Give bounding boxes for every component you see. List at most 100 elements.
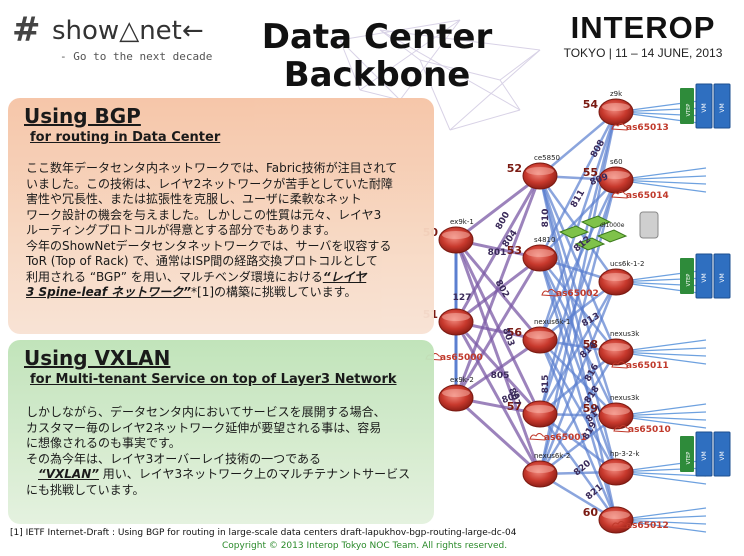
background-link	[449, 49, 541, 131]
vm-label: VM	[701, 451, 708, 460]
vxlan-line-emph: “VXLAN” 用い、レイヤ3ネットワーク上のマルチテナントサービス	[26, 467, 424, 483]
router-highlight	[526, 167, 554, 175]
vxlan-line: に想像されるのも事実です。	[26, 436, 181, 450]
link-number: 810	[541, 209, 551, 228]
bgp-link	[454, 396, 542, 476]
bgp-line-last: 3 Spine-leaf ネットワーク”*[1]の構築に挑戦しています。	[26, 285, 424, 301]
bgp-link	[538, 111, 618, 259]
tor-router	[522, 460, 558, 488]
bgp-line-emph: 利用される “BGP” を用い、マルチベンダ環境における“レイヤ	[26, 270, 424, 286]
logo-word: show△net←	[52, 16, 204, 46]
bgp-link	[538, 257, 618, 417]
vm-box	[713, 83, 731, 129]
tor-router	[522, 244, 558, 272]
router-highlight	[602, 343, 630, 351]
background-link	[339, 39, 401, 101]
bgp-link	[538, 257, 618, 473]
bgp-link	[538, 179, 618, 475]
vm-box	[695, 431, 713, 477]
bgp-link	[539, 257, 617, 353]
link-number: 815	[541, 375, 551, 394]
server-icon	[558, 225, 590, 239]
vxlan-panel: Using VXLAN for Multi-tenant Service on …	[8, 340, 434, 524]
router-highlight	[602, 171, 630, 179]
vxlan-line: カスタマー毎のレイヤ2ネットワーク延伸が要望される事は、容易	[26, 420, 382, 435]
bgp-line: ワーク設計の機会を与えました。しかしこの性質は元々、レイヤ3	[26, 207, 382, 222]
router-label: nexus3k	[610, 394, 640, 402]
bgp-link	[454, 175, 542, 399]
as-label: as65012	[626, 521, 669, 531]
bgp-line: いました。この技術は、レイヤ2ネットワークが苦手としていた耐障	[26, 176, 393, 191]
vtep-label: VTEP	[686, 452, 692, 465]
bgp-link	[455, 338, 541, 400]
background-link	[379, 29, 521, 111]
background-link	[499, 49, 541, 81]
router-highlight	[602, 273, 630, 281]
bgp-link	[454, 239, 542, 475]
bgp-link	[454, 175, 542, 323]
router-highlight	[602, 407, 630, 415]
bgp-line-text: 利用される “BGP” を用い、マルチベンダ環境における	[26, 269, 323, 284]
bgp-link	[539, 111, 617, 177]
link-number: 127	[453, 293, 472, 303]
bgp-heading: Using BGP	[24, 104, 141, 128]
cloud-icon	[611, 521, 628, 529]
bgp-line: ルーティングプロトコルが得意とする部分でもあります。	[26, 223, 336, 237]
bgp-link	[538, 413, 618, 521]
router-highlight	[602, 463, 630, 471]
bgp-link	[538, 281, 618, 415]
bgp-emph: “レイヤ	[322, 269, 367, 284]
router-label: nexus6k-2	[534, 452, 570, 460]
vm-label: VM	[719, 103, 726, 112]
footnote: [1] IETF Internet-Draft : Using BGP for …	[10, 528, 517, 538]
router-highlight	[602, 103, 630, 111]
router-highlight	[442, 389, 470, 397]
bgp-link	[538, 351, 618, 475]
as-label: as65010	[628, 425, 671, 435]
cloud-icon	[611, 191, 628, 199]
background-link	[499, 79, 521, 111]
vxlan-line-rest: 用い、レイヤ3ネットワーク上のマルチテナントサービス	[98, 467, 411, 481]
background-link	[419, 59, 451, 131]
server-icon	[580, 215, 612, 229]
router-number: 52	[507, 162, 522, 175]
background-link	[339, 19, 461, 41]
title-line-1: Data Center	[261, 17, 493, 57]
bgp-link	[454, 257, 542, 399]
leaf-router	[598, 458, 634, 486]
server-icon	[574, 237, 606, 251]
vtep-box	[680, 436, 694, 472]
vxlan-subheading: for Multi-tenant Service on top of Layer…	[30, 372, 397, 387]
title-line-2: Backbone	[283, 55, 471, 95]
bgp-link	[539, 179, 617, 259]
router-label: ce5850	[534, 154, 560, 162]
router-highlight	[602, 511, 630, 519]
vxlan-line: しかしながら、データセンタ内においてサービスを展開する場合、	[26, 405, 386, 419]
page-title: Data Center Backbone	[252, 18, 502, 94]
router-number: 56	[507, 326, 523, 339]
cloud-icon	[611, 361, 628, 369]
leaf-router	[598, 98, 634, 126]
router-number: 58	[583, 338, 598, 351]
router-number: 60	[583, 506, 599, 519]
bgp-link	[455, 174, 541, 242]
bgp-link	[538, 281, 618, 475]
vm-label: VM	[701, 103, 708, 112]
as-label: as65014	[626, 191, 669, 201]
bgp-line: ここ数年データセンタ内ネットワークでは、Fabric技術が注目されて	[26, 161, 398, 175]
link-number: 801	[488, 248, 507, 258]
bgp-link	[454, 321, 542, 475]
router-label: ex9k-2	[450, 376, 474, 384]
cloud-icon	[611, 123, 628, 131]
spine-router	[438, 308, 474, 336]
cloud-icon	[541, 289, 558, 297]
router-number: 53	[507, 244, 522, 257]
background-link	[379, 29, 541, 51]
tor-router	[522, 162, 558, 190]
background-link	[399, 19, 461, 101]
bgp-line-rest: *[1]の構築に挑戦しています。	[191, 285, 357, 299]
router-highlight	[442, 231, 470, 239]
vxlan-emph: “VXLAN”	[38, 467, 99, 481]
vm-label: VM	[719, 451, 726, 460]
